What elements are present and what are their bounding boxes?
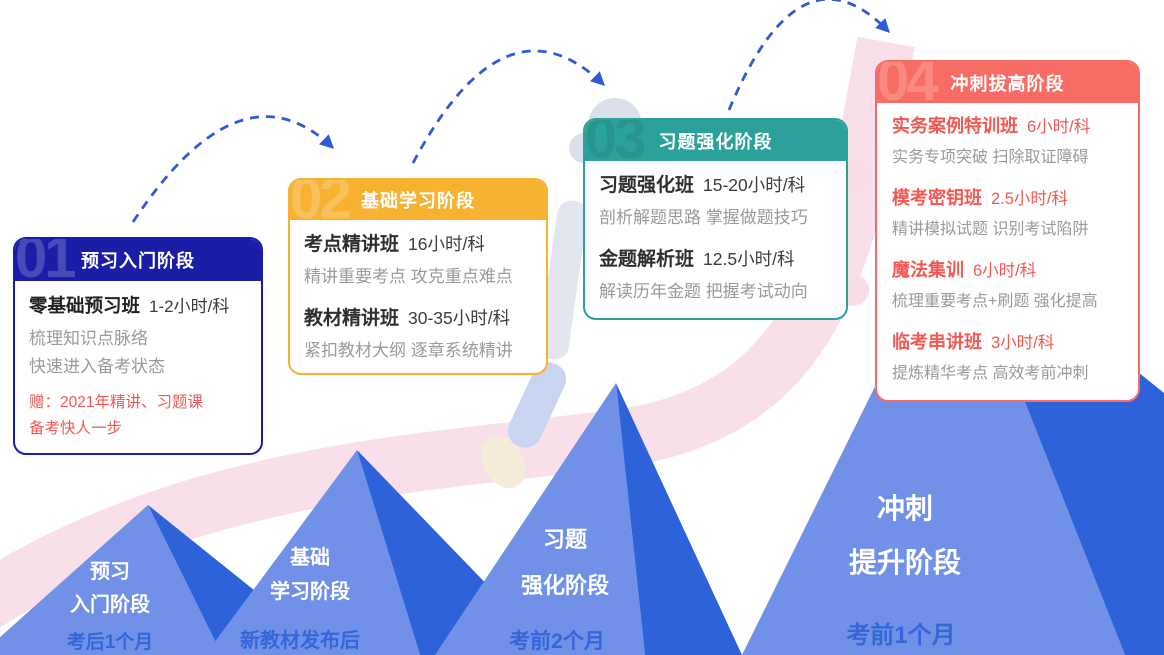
- course-name: 实务案例特训班: [892, 116, 1018, 136]
- mountain-timing-label: 考前1个月: [846, 622, 956, 649]
- stage-ghost-number: 02: [290, 180, 351, 220]
- course-name: 金题解析班: [599, 249, 695, 270]
- bonus-note: 赠：2021年精讲、习题课 备考快人一步: [29, 390, 247, 442]
- mountain-label-line: 强化阶段: [520, 573, 609, 598]
- mountain-3: [435, 383, 742, 655]
- stage-title: 基础学习阶段: [361, 191, 475, 211]
- dashed-arrow-1: [131, 115, 335, 223]
- mountain-label-line: 基础: [290, 547, 330, 569]
- stage-title: 习题强化阶段: [658, 131, 773, 152]
- dashed-arrow-3: [727, 0, 890, 111]
- course-name: 习题强化班: [599, 175, 695, 196]
- course-item: 魔法集训 6小时/科 梳理重要考点+刷题 强化提高: [892, 257, 1123, 314]
- mountain-label-line: 入门阶段: [70, 594, 150, 616]
- course-item: 零基础预习班 1-2小时/科 梳理知识点脉络 快速进入备考状态: [29, 292, 247, 381]
- stage-card-body: 习题强化班 15-20小时/科 剖析解题思路 掌握做题技巧 金题解析班 12.5…: [585, 161, 846, 304]
- stage-card-header: 02 基础学习阶段: [290, 180, 546, 220]
- stage-card-exercise: 03 习题强化阶段 习题强化班 15-20小时/科 剖析解题思路 掌握做题技巧 …: [583, 118, 848, 320]
- stage-ghost-number: 04: [877, 62, 938, 103]
- course-desc: 紧扣教材大纲 逐章系统精讲: [304, 341, 513, 360]
- stage-ghost-number: 01: [15, 239, 76, 281]
- course-hours: 2.5小时/科: [991, 190, 1069, 208]
- mountain-stage-label-sprint: 冲刺 提升阶段: [820, 482, 990, 590]
- course-name: 魔法集训: [892, 260, 964, 280]
- course-desc: 精讲重要考点 攻克重点难点: [304, 267, 513, 286]
- course-desc: 剖析解题思路 掌握做题技巧: [599, 208, 808, 227]
- course-hours: 1-2小时/科: [149, 297, 230, 316]
- course-name: 模考密钥班: [892, 188, 982, 208]
- course-desc: 解读历年金题 把握考试动向: [599, 282, 808, 301]
- course-desc: 精讲模拟试题 识别考试陷阱: [892, 221, 1089, 238]
- course-name: 教材精讲班: [304, 308, 400, 329]
- stage-card-header: 04 冲刺拔高阶段: [877, 62, 1138, 103]
- course-name: 零基础预习班: [29, 295, 141, 316]
- mountain-label-line: 预习: [90, 561, 130, 583]
- course-item: 考点精讲班 16小时/科 精讲重要考点 攻克重点难点: [304, 231, 532, 289]
- course-hours: 15-20小时/科: [703, 175, 806, 195]
- stage-card-sprint: 04 冲刺拔高阶段 实务案例特训班 6小时/科 实务专项突破 扫除取证障碍 模考…: [875, 60, 1140, 402]
- mountain-stage-label-basic: 基础 学习阶段: [240, 541, 380, 609]
- mountain-label-line: 学习阶段: [270, 581, 350, 603]
- stage-ghost-number: 03: [585, 120, 646, 161]
- course-desc: 梳理重要考点+刷题 强化提高: [892, 293, 1098, 310]
- stage-card-header: 01 预习入门阶段: [15, 239, 261, 281]
- course-desc: 梳理知识点脉络: [29, 329, 148, 348]
- dashed-arrow-2: [411, 49, 606, 164]
- course-item: 习题强化班 15-20小时/科 剖析解题思路 掌握做题技巧: [599, 172, 832, 230]
- course-hours: 30-35小时/科: [408, 308, 511, 328]
- course-item: 教材精讲班 30-35小时/科 紧扣教材大纲 逐章系统精讲: [304, 305, 532, 363]
- course-name: 临考串讲班: [892, 332, 982, 352]
- stage-card-body: 零基础预习班 1-2小时/科 梳理知识点脉络 快速进入备考状态 赠：2021年精…: [15, 281, 261, 442]
- course-hours: 3小时/科: [991, 334, 1055, 352]
- stage-card-header: 03 习题强化阶段: [585, 120, 846, 161]
- stage-card-preview: 01 预习入门阶段 零基础预习班 1-2小时/科 梳理知识点脉络 快速进入备考状…: [13, 237, 263, 455]
- mountain-timing-label: 新教材发布后: [240, 630, 360, 652]
- course-hours: 6小时/科: [973, 262, 1037, 280]
- stage-card-basic-learning: 02 基础学习阶段 考点精讲班 16小时/科 精讲重要考点 攻克重点难点 教材精…: [288, 178, 548, 375]
- stage-title: 冲刺拔高阶段: [950, 73, 1065, 94]
- mountain-label-line: 习题: [542, 527, 587, 552]
- course-hours: 12.5小时/科: [703, 249, 795, 269]
- bonus-line: 赠：2021年精讲、习题课: [29, 394, 203, 411]
- mountain-stage-label-exercise: 习题 强化阶段: [485, 517, 645, 609]
- mountain-timing-label: 考前2个月: [509, 630, 605, 653]
- course-item: 实务案例特训班 6小时/科 实务专项突破 扫除取证障碍: [892, 113, 1123, 170]
- course-item: 模考密钥班 2.5小时/科 精讲模拟试题 识别考试陷阱: [892, 185, 1123, 242]
- course-desc: 实务专项突破 扫除取证障碍: [892, 149, 1089, 166]
- course-hours: 6小时/科: [1027, 118, 1091, 136]
- mountain-stage-label-preview: 预习 入门阶段: [40, 556, 180, 622]
- course-item: 临考串讲班 3小时/科 提炼精华考点 高效考前冲刺: [892, 329, 1123, 386]
- bonus-line: 备考快人一步: [29, 420, 123, 437]
- mountain-label-line: 冲刺: [876, 493, 933, 524]
- mountain-timing-label: 考后1个月: [66, 632, 154, 653]
- stage-card-body: 实务案例特训班 6小时/科 实务专项突破 扫除取证障碍 模考密钥班 2.5小时/…: [877, 103, 1138, 386]
- course-desc: 快速进入备考状态: [29, 357, 165, 376]
- course-name: 考点精讲班: [304, 234, 400, 255]
- course-desc: 提炼精华考点 高效考前冲刺: [892, 365, 1089, 382]
- stage-card-body: 考点精讲班 16小时/科 精讲重要考点 攻克重点难点 教材精讲班 30-35小时…: [290, 220, 546, 363]
- course-hours: 16小时/科: [408, 234, 485, 254]
- mountain-label-line: 提升阶段: [848, 547, 961, 578]
- course-item: 金题解析班 12.5小时/科 解读历年金题 把握考试动向: [599, 246, 832, 304]
- stage-title: 预习入门阶段: [81, 251, 195, 271]
